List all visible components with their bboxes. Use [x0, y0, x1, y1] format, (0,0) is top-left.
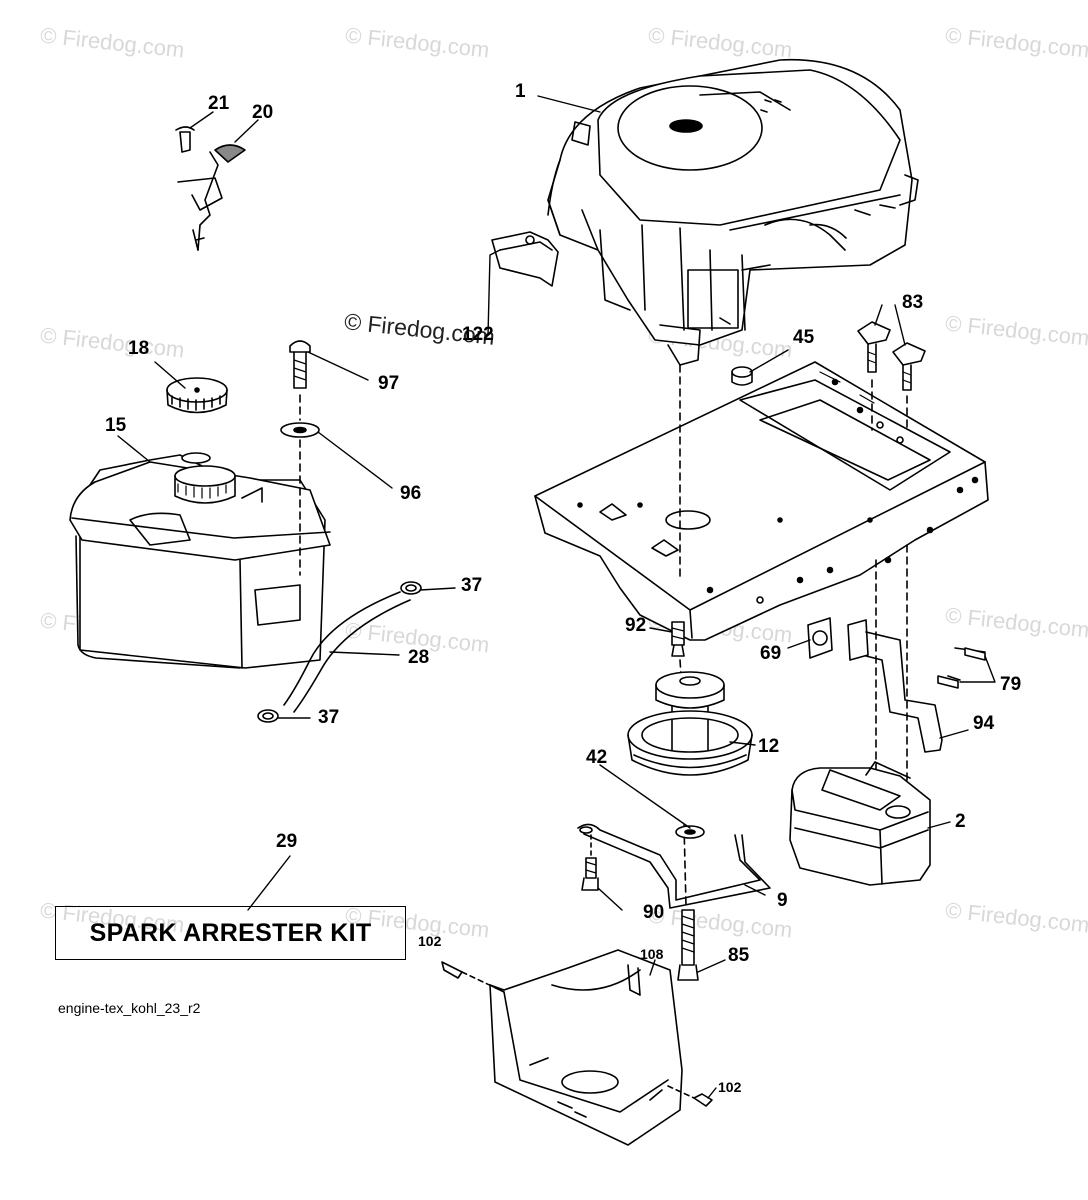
bolt-icon [857, 321, 926, 791]
callout-20: 20 [252, 102, 274, 123]
drawing-reference: engine-tex_kohl_23_r2 [58, 1000, 201, 1016]
guide-bracket-icon [491, 231, 559, 287]
exhaust-pipe-icon [807, 617, 986, 753]
bolt-icon [731, 366, 753, 386]
callout-85: 85 [728, 945, 750, 966]
callout-12: 12 [758, 736, 780, 757]
callout-1: 1 [515, 81, 526, 102]
screw-icon [441, 961, 713, 1107]
heat-shield-icon [489, 949, 683, 1146]
callout-29: 29 [276, 831, 298, 852]
callout-90: 90 [643, 902, 665, 923]
pulley-icon [627, 671, 753, 776]
bolt-icon [581, 834, 599, 891]
callout-45: 45 [793, 327, 815, 348]
fuel-line-icon [257, 581, 422, 723]
callout-42: 42 [586, 747, 608, 768]
leader-lines [117, 95, 996, 1099]
callout-37: 37 [461, 575, 483, 596]
fuel-tank-icon [69, 452, 331, 669]
muffler-icon [789, 761, 931, 886]
callout-37: 37 [318, 707, 340, 728]
callout-122: 122 [462, 324, 494, 345]
bolt-icon [671, 621, 685, 657]
callout-102: 102 [418, 933, 442, 949]
spark-arrester-kit-box: SPARK ARRESTER KIT [55, 906, 406, 960]
callout-108: 108 [640, 946, 664, 962]
callout-21: 21 [208, 93, 230, 114]
frame-icon [534, 361, 989, 641]
callout-96: 96 [400, 483, 422, 504]
washer-icon [675, 825, 705, 839]
callout-15: 15 [105, 415, 127, 436]
callout-18: 18 [128, 338, 150, 359]
callout-28: 28 [408, 647, 430, 668]
callout-97: 97 [378, 373, 400, 394]
callout-83: 83 [902, 292, 924, 313]
throttle-control-icon [175, 126, 246, 251]
callout-94: 94 [973, 713, 995, 734]
callout-69: 69 [760, 643, 782, 664]
callout-92: 92 [625, 615, 647, 636]
bracket-icon [577, 823, 771, 909]
callout-79: 79 [1000, 674, 1022, 695]
callout-102: 102 [718, 1079, 742, 1095]
spark-arrester-kit-label: SPARK ARRESTER KIT [89, 918, 372, 947]
bolt-icon [677, 909, 699, 981]
callout-2: 2 [955, 811, 966, 832]
fuel-cap-icon [166, 377, 228, 414]
callout-9: 9 [777, 890, 788, 911]
engine-icon [547, 58, 919, 366]
screw-washer-icon [280, 340, 320, 576]
